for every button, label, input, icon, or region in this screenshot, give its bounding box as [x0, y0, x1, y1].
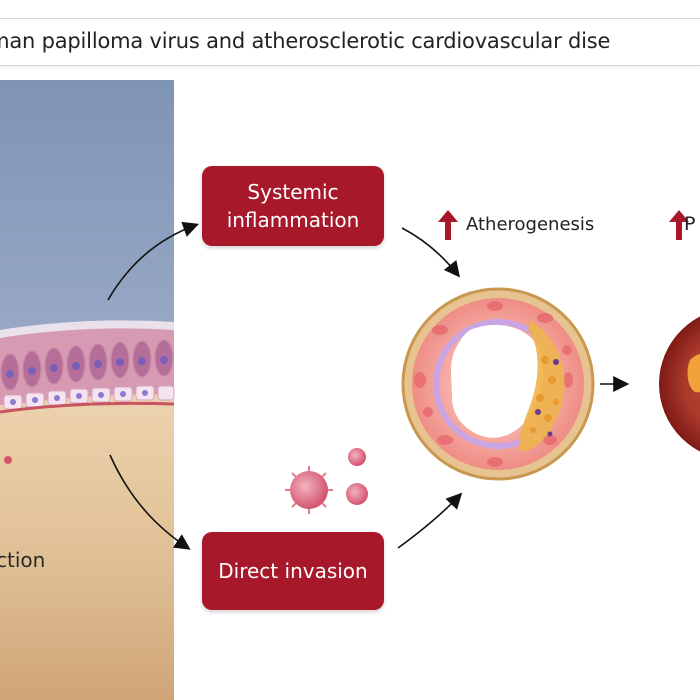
flow-arrows [107, 221, 630, 550]
infection-label: ction [0, 548, 46, 572]
tissue-panel [0, 80, 175, 700]
arrow-tissue-to-direct [109, 454, 191, 550]
diseased-artery [659, 316, 700, 452]
direct-invasion-label: Direct invasion [218, 559, 368, 583]
virus-particles [285, 448, 368, 514]
up-arrow-icon [669, 210, 689, 240]
virus-icon [346, 483, 368, 505]
title-bar: uman papilloma virus and atherosclerotic… [0, 18, 700, 66]
arrow-direct-to-vessel [397, 492, 463, 549]
artery-cross-section [401, 287, 595, 481]
arrow-systemic-to-vessel [401, 227, 460, 278]
direct-invasion-box: Direct invasion [202, 532, 384, 610]
up-arrow-icon [438, 210, 458, 240]
arrow-tissue-to-systemic [107, 221, 200, 301]
systemic-inflammation-box: Systemic inflammation [202, 166, 384, 246]
virus-icon [285, 466, 333, 514]
cut-off-label: P [684, 213, 696, 235]
virus-icon [348, 448, 366, 466]
atherogenesis-label: Atherogenesis [466, 214, 595, 235]
systemic-inflammation-label: Systemic inflammation [226, 180, 360, 232]
diagram-title: uman papilloma virus and atherosclerotic… [0, 29, 611, 53]
